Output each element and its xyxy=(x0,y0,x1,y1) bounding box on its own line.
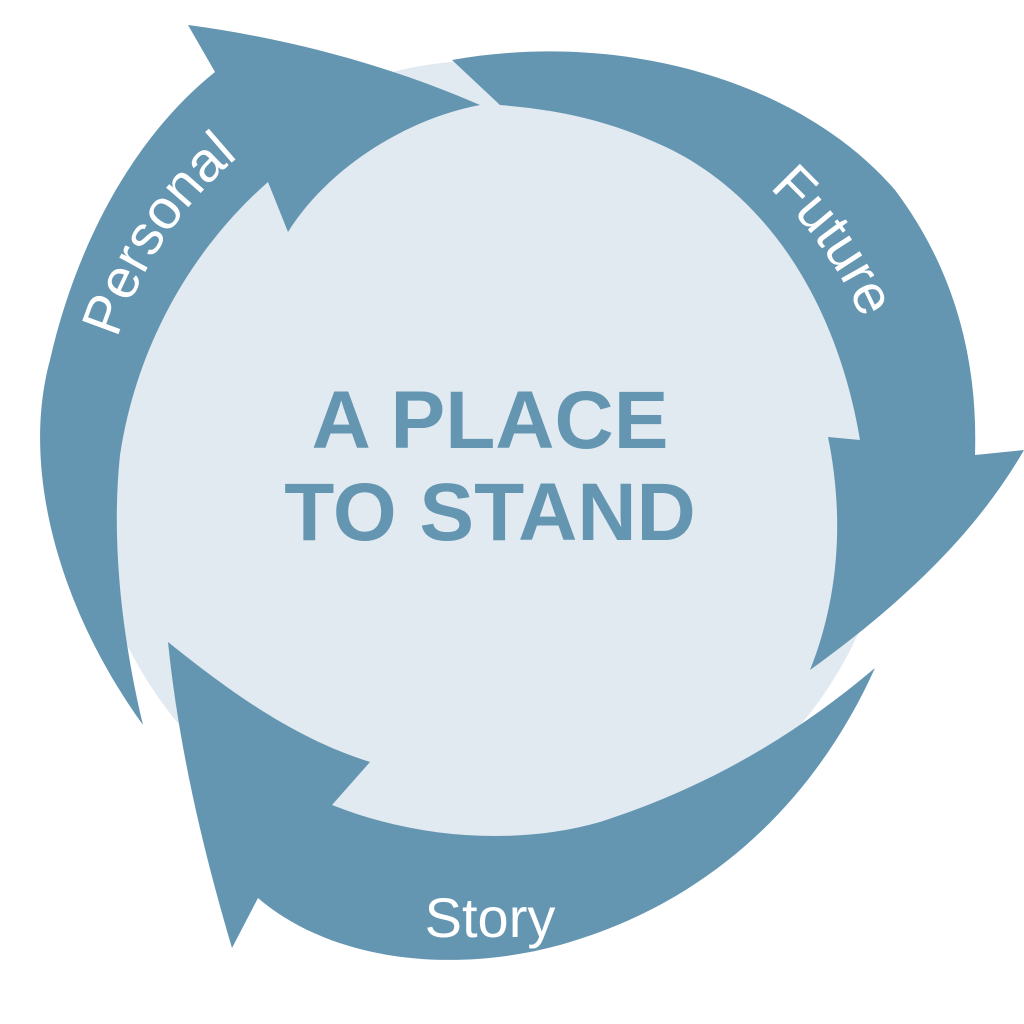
center-title-line-1: A PLACE xyxy=(312,375,669,466)
arrow-label-story: Story xyxy=(425,886,556,949)
center-circle xyxy=(85,60,895,870)
arrow-future xyxy=(452,51,1024,671)
arrow-personal xyxy=(40,25,481,725)
center-title-line-2: TO STAND xyxy=(284,467,696,558)
arrow-story xyxy=(168,642,875,960)
